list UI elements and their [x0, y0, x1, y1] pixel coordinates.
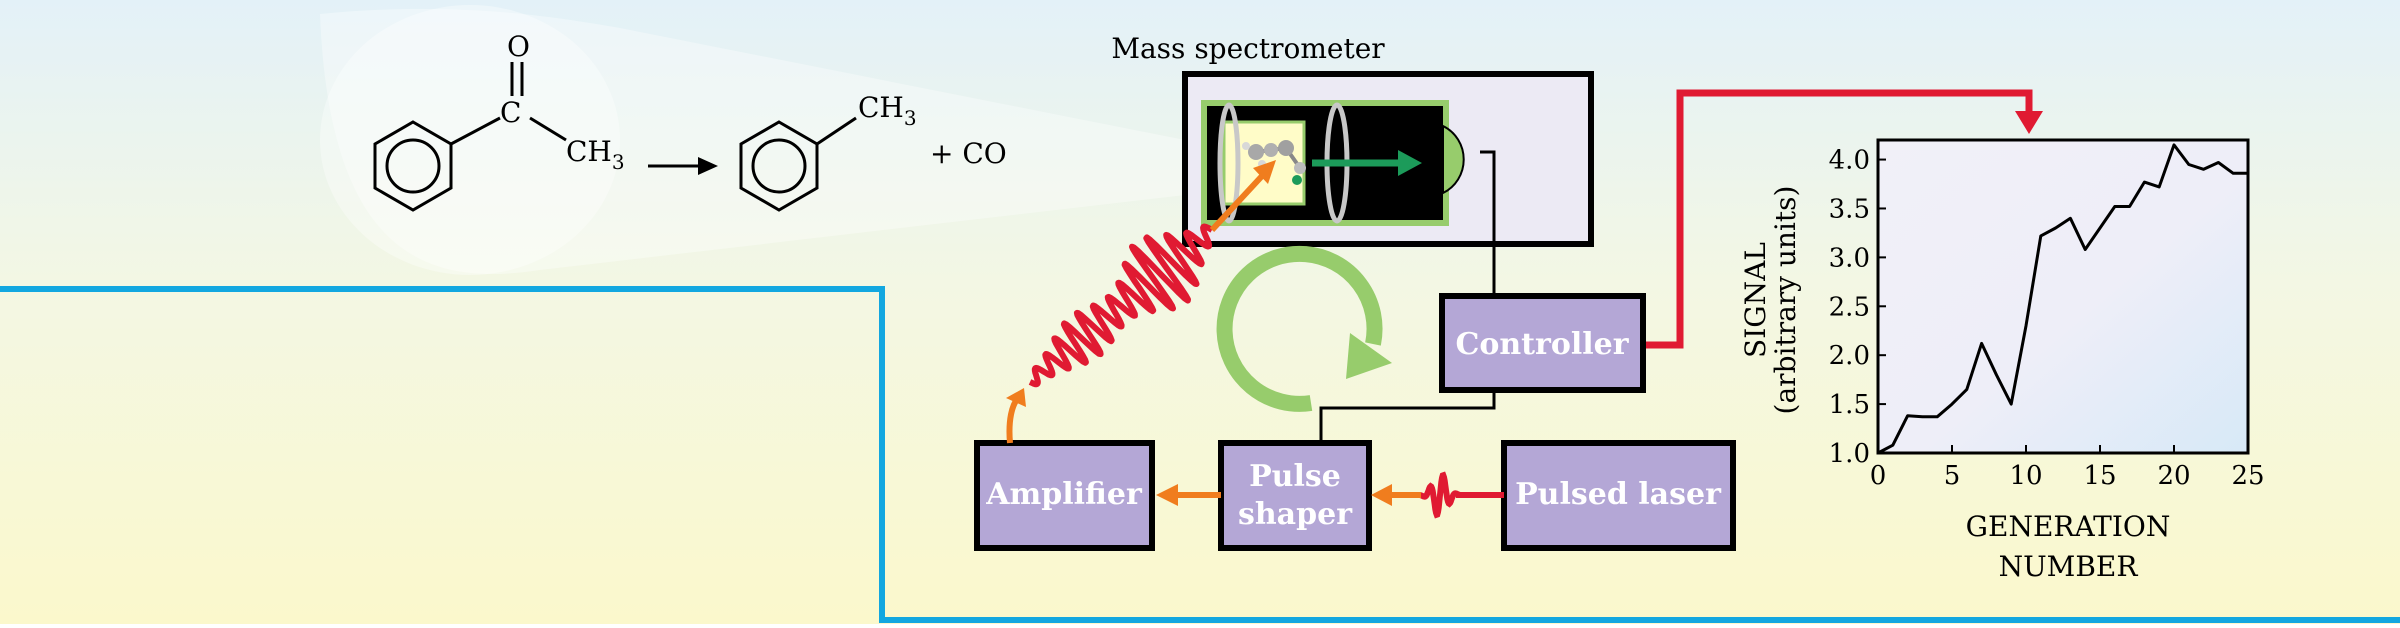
benzene-aromatic-circle-1 — [385, 138, 441, 194]
y-tick-label: 2.0 — [1829, 341, 1870, 371]
spotlight-cone — [320, 8, 1185, 275]
short-laser-pulse — [1419, 471, 1461, 519]
pulse-shaper-label-line1: Pulse — [1249, 459, 1341, 494]
y-tick-label: 1.5 — [1829, 390, 1870, 420]
byproduct-co: + CO — [930, 137, 1007, 170]
plot-area — [1876, 138, 2250, 455]
methyl-group-2: CH3 — [858, 91, 917, 130]
x-tick-label: 0 — [1870, 461, 1887, 491]
x-tick-label: 5 — [1944, 461, 1961, 491]
x-axis-label-line2: NUMBER — [1999, 550, 2139, 583]
controller-label: Controller — [1455, 327, 1629, 362]
carbonyl-carbon: C — [500, 96, 521, 129]
molecule-icon — [1242, 140, 1306, 185]
y-axis-ticks: 1.0 1.5 2.0 2.5 3.0 3.5 4.0 — [1829, 146, 1886, 469]
amplifier-box — [974, 440, 1155, 551]
shaper-input-arrow-head — [1371, 484, 1392, 506]
ms-input-arrow-shaft — [1209, 173, 1265, 233]
y-tick-label: 3.0 — [1829, 243, 1870, 273]
ion-path-arrow-head — [1398, 150, 1422, 176]
signal-series-line — [1877, 143, 2248, 455]
y-axis-label-line2: (arbitrary units) — [1769, 186, 1802, 415]
pulsed-laser-label: Pulsed laser — [1515, 477, 1722, 512]
x-tick-label: 15 — [2083, 461, 2116, 491]
bond-ring-to-carbonyl — [450, 116, 501, 146]
amplifier-label: Amplifier — [985, 477, 1143, 512]
bond-carbonyl-to-methyl — [529, 116, 567, 142]
mass-spectrometer-label: Mass spectrometer — [1111, 32, 1385, 65]
learning-loop-arrowhead — [1346, 333, 1392, 379]
methyl-group-1: CH3 — [566, 135, 625, 174]
feedback-signal-arrowhead — [2015, 111, 2043, 134]
reaction-scheme: C O CH3 CH3 + CO — [373, 30, 1007, 212]
wire-controller-to-shaper — [1319, 390, 1496, 443]
x-axis-ticks: 0 5 10 15 20 25 — [1870, 445, 2265, 491]
y-tick-label: 3.5 — [1829, 194, 1870, 224]
ms-electrode-left — [1217, 102, 1241, 224]
amplifier-input-arrow-head — [1156, 484, 1178, 506]
pulse-shaper-label-line2: shaper — [1238, 497, 1353, 532]
amplifier-output-arrowhead — [1006, 388, 1026, 407]
x-tick-label: 25 — [2231, 461, 2264, 491]
signal-chart: 0 5 10 15 20 25 1.0 1.5 2.0 2.5 3.0 3.5 4.0 GENERAT… — [1739, 138, 2265, 583]
y-axis-label-line1: SIGNAL — [1739, 242, 1772, 358]
y-tick-label: 1.0 — [1829, 439, 1870, 469]
bond-ring-to-methyl — [816, 116, 857, 146]
reaction-arrow-head — [698, 157, 718, 175]
x-tick-label: 10 — [2009, 461, 2042, 491]
spotlight-bubble — [320, 5, 620, 275]
x-tick-label: 20 — [2157, 461, 2190, 491]
learning-loop-arrow — [1216, 245, 1383, 412]
boundary-line — [0, 286, 2400, 623]
ms-input-arrow-head — [1253, 160, 1276, 184]
ms-detector — [1442, 124, 1465, 195]
shaped-laser-pulse — [1028, 223, 1214, 388]
feedback-signal-line — [1643, 89, 2033, 349]
y-tick-label: 2.5 — [1829, 292, 1870, 322]
y-tick-label: 4.0 — [1829, 146, 1870, 176]
wire-ms-to-controller — [1480, 150, 1496, 296]
benzene-aromatic-circle-2 — [751, 138, 807, 194]
pulse-shaper-box — [1218, 440, 1372, 551]
controller-box — [1439, 293, 1646, 393]
carbonyl-oxygen: O — [507, 30, 530, 63]
x-axis-label-line1: GENERATION — [1966, 510, 2171, 543]
